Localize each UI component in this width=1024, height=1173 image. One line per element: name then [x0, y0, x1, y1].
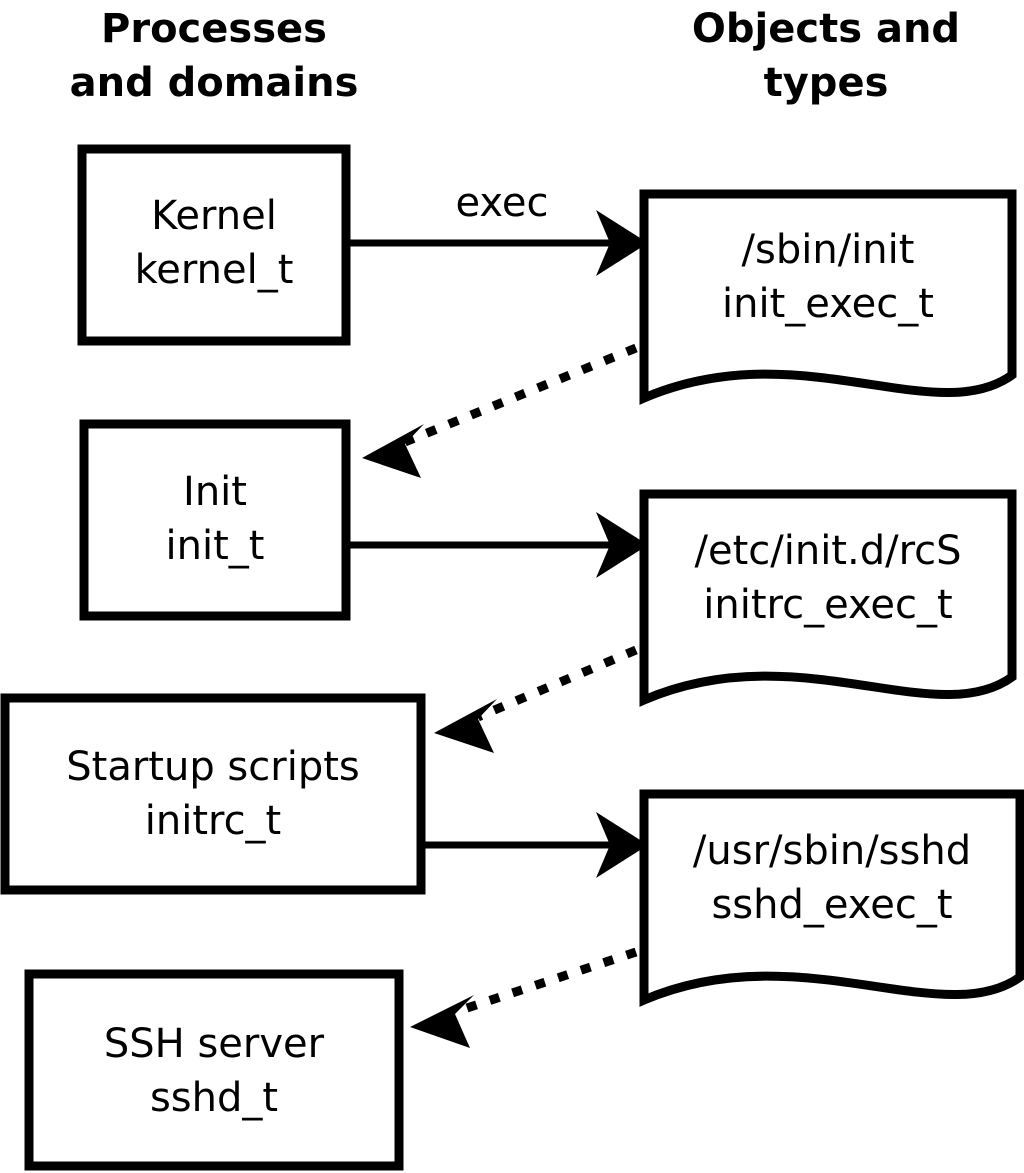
process-node-init-line1: Init — [183, 469, 247, 515]
column-header-objects-line2: types — [764, 60, 889, 106]
edge-line-initrc-exec-initrc — [476, 645, 638, 722]
arrow-head-init-exec-init — [362, 424, 424, 478]
process-node-kernel-line2: kernel_t — [135, 247, 294, 293]
arrow-head-sshd-exec-sshd — [410, 995, 474, 1048]
process-node-init-border — [79, 419, 351, 621]
arrow-head-init-initrc-exec — [596, 512, 648, 578]
object-node-init-exec-line1: /sbin/init — [742, 227, 915, 273]
process-node-kernel[interactable]: Kernel kernel_t — [77, 144, 351, 346]
column-header-objects: Objects and types — [692, 6, 960, 106]
arrow-head-initrc-exec-initrc — [434, 699, 497, 753]
object-node-sshd-exec-border — [639, 789, 1024, 1007]
edge-line-sshd-exec-sshd — [453, 947, 638, 1017]
object-node-init-exec-line2: init_exec_t — [722, 281, 934, 327]
edge-initrc-exec-sshd-exec — [425, 812, 648, 878]
object-node-sshd-exec-fill — [644, 794, 1020, 1000]
object-node-initrc-exec-fill — [644, 494, 1012, 700]
process-node-initrc-fill — [5, 698, 421, 890]
process-node-initrc-line2: initrc_t — [145, 798, 282, 844]
object-node-init-exec-border — [639, 189, 1017, 405]
edge-line-init-exec-init — [403, 343, 638, 447]
edge-kernel-exec-init-exec: exec — [350, 180, 648, 276]
process-node-kernel-line1: Kernel — [151, 193, 277, 239]
object-node-sshd-exec-line1: /usr/sbin/sshd — [693, 828, 971, 874]
object-node-initrc-exec[interactable]: /etc/init.d/rcS initrc_exec_t — [639, 489, 1017, 707]
process-node-kernel-fill — [82, 149, 346, 341]
object-node-init-exec[interactable]: /sbin/init init_exec_t — [639, 189, 1017, 405]
object-node-sshd-exec[interactable]: /usr/sbin/sshd sshd_exec_t — [639, 789, 1024, 1007]
process-node-kernel-border — [77, 144, 351, 346]
arrow-head-kernel-init-exec — [596, 210, 648, 276]
arrow-head-initrc-sshd-exec — [596, 812, 648, 878]
process-node-initrc-border — [0, 693, 426, 895]
object-node-sshd-exec-line2: sshd_exec_t — [711, 882, 952, 928]
column-header-objects-line1: Objects and — [692, 6, 960, 52]
process-node-sshd-line1: SSH server — [104, 1021, 325, 1067]
column-header-processes-line1: Processes — [101, 6, 327, 52]
process-node-init-fill — [84, 424, 346, 616]
edge-initrc-exec-transition-initrc — [434, 645, 638, 753]
process-node-sshd-line2: sshd_t — [150, 1075, 278, 1121]
process-node-init[interactable]: Init init_t — [79, 419, 351, 621]
object-node-initrc-exec-line2: initrc_exec_t — [703, 582, 952, 628]
object-node-initrc-exec-line1: /etc/init.d/rcS — [694, 528, 961, 574]
edge-init-exec-initrc-exec — [350, 512, 648, 578]
process-node-init-line2: init_t — [166, 523, 265, 569]
edge-sshd-exec-transition-sshd — [410, 947, 638, 1048]
object-node-initrc-exec-border — [639, 489, 1017, 707]
process-node-initrc-line1: Startup scripts — [66, 744, 359, 790]
process-node-sshd[interactable]: SSH server sshd_t — [24, 969, 404, 1171]
edge-init-exec-transition-init — [362, 343, 638, 478]
object-node-init-exec-fill — [644, 194, 1012, 398]
process-node-sshd-border — [24, 969, 404, 1171]
process-node-sshd-fill — [29, 974, 399, 1166]
process-node-initrc[interactable]: Startup scripts initrc_t — [0, 693, 426, 895]
column-header-processes: Processes and domains — [70, 6, 359, 106]
column-header-processes-line2: and domains — [70, 60, 359, 106]
edge-label-exec: exec — [456, 180, 549, 226]
